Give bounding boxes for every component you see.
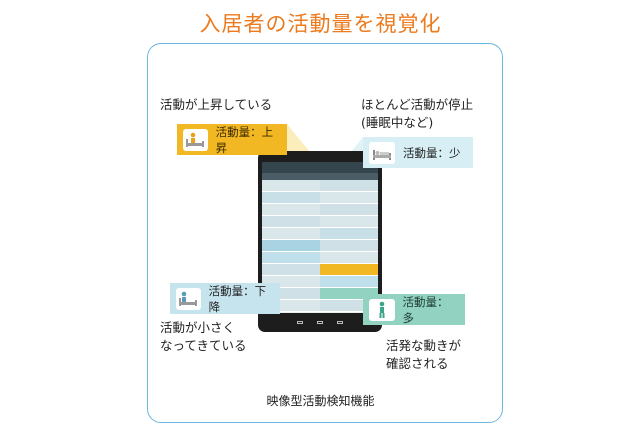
list-item <box>262 192 320 204</box>
list-item <box>262 252 320 264</box>
note-active-line2: 確認される <box>386 356 449 371</box>
badge-low-label: 活動量：少 <box>403 145 461 160</box>
caption: 映像型活動検知機能 <box>266 394 375 408</box>
home-icon <box>317 320 323 324</box>
list-item <box>320 276 378 288</box>
list-item <box>320 204 378 216</box>
screen-subheader-bar <box>262 173 378 180</box>
list-item <box>320 228 378 240</box>
note-stopped-line1: ほとんど活動が停止 <box>361 97 474 112</box>
list-item <box>320 264 378 276</box>
tablet-screen <box>262 162 378 313</box>
list-item <box>320 240 378 252</box>
list-item <box>262 180 320 192</box>
badge-activity-low: 活動量：少 <box>363 137 473 168</box>
badge-up-label: 活動量：上昇 <box>215 124 274 155</box>
resident-list <box>262 180 378 313</box>
person-walking-icon <box>369 298 395 321</box>
list-item <box>262 264 320 276</box>
badge-activity-up: 活動量：上昇 <box>177 124 287 155</box>
note-rising: 活動が上昇している <box>160 97 273 112</box>
person-sitting-on-bed-icon <box>183 128 208 151</box>
note-shrinking-line1: 活動が小さく <box>160 320 236 335</box>
badge-down-label: 活動量：下降 <box>208 283 267 314</box>
list-item <box>320 252 378 264</box>
back-icon <box>297 320 303 324</box>
note-shrinking-line2: なってきている <box>160 338 247 353</box>
list-item <box>320 216 378 228</box>
list-item <box>320 192 378 204</box>
recent-apps-icon <box>337 320 343 324</box>
list-item <box>262 240 320 252</box>
list-item <box>320 180 378 192</box>
list-item <box>262 216 320 228</box>
person-lying-in-bed-icon <box>369 141 395 164</box>
note-active-line1: 活発な動きが <box>386 338 462 353</box>
tablet-nav-bar <box>262 316 378 328</box>
badge-activity-high: 活動量：多 <box>363 294 465 325</box>
note-shrinking: 活動が小さく なってきている <box>160 319 247 355</box>
note-stopped: ほとんど活動が停止 (睡眠中など) <box>361 96 473 132</box>
note-stopped-line2: (睡眠中など) <box>361 115 434 130</box>
badge-activity-down: 活動量：下降 <box>170 283 280 314</box>
badge-high-label: 活動量：多 <box>402 294 449 325</box>
list-item <box>262 204 320 216</box>
illustration-frame <box>147 43 503 423</box>
screen-header-bar <box>262 162 378 173</box>
list-item <box>262 228 320 240</box>
note-active: 活発な動きが 確認される <box>386 337 461 373</box>
page-title: 入居者の活動量を視覚化 <box>199 12 442 36</box>
person-on-bed-icon <box>176 287 201 310</box>
